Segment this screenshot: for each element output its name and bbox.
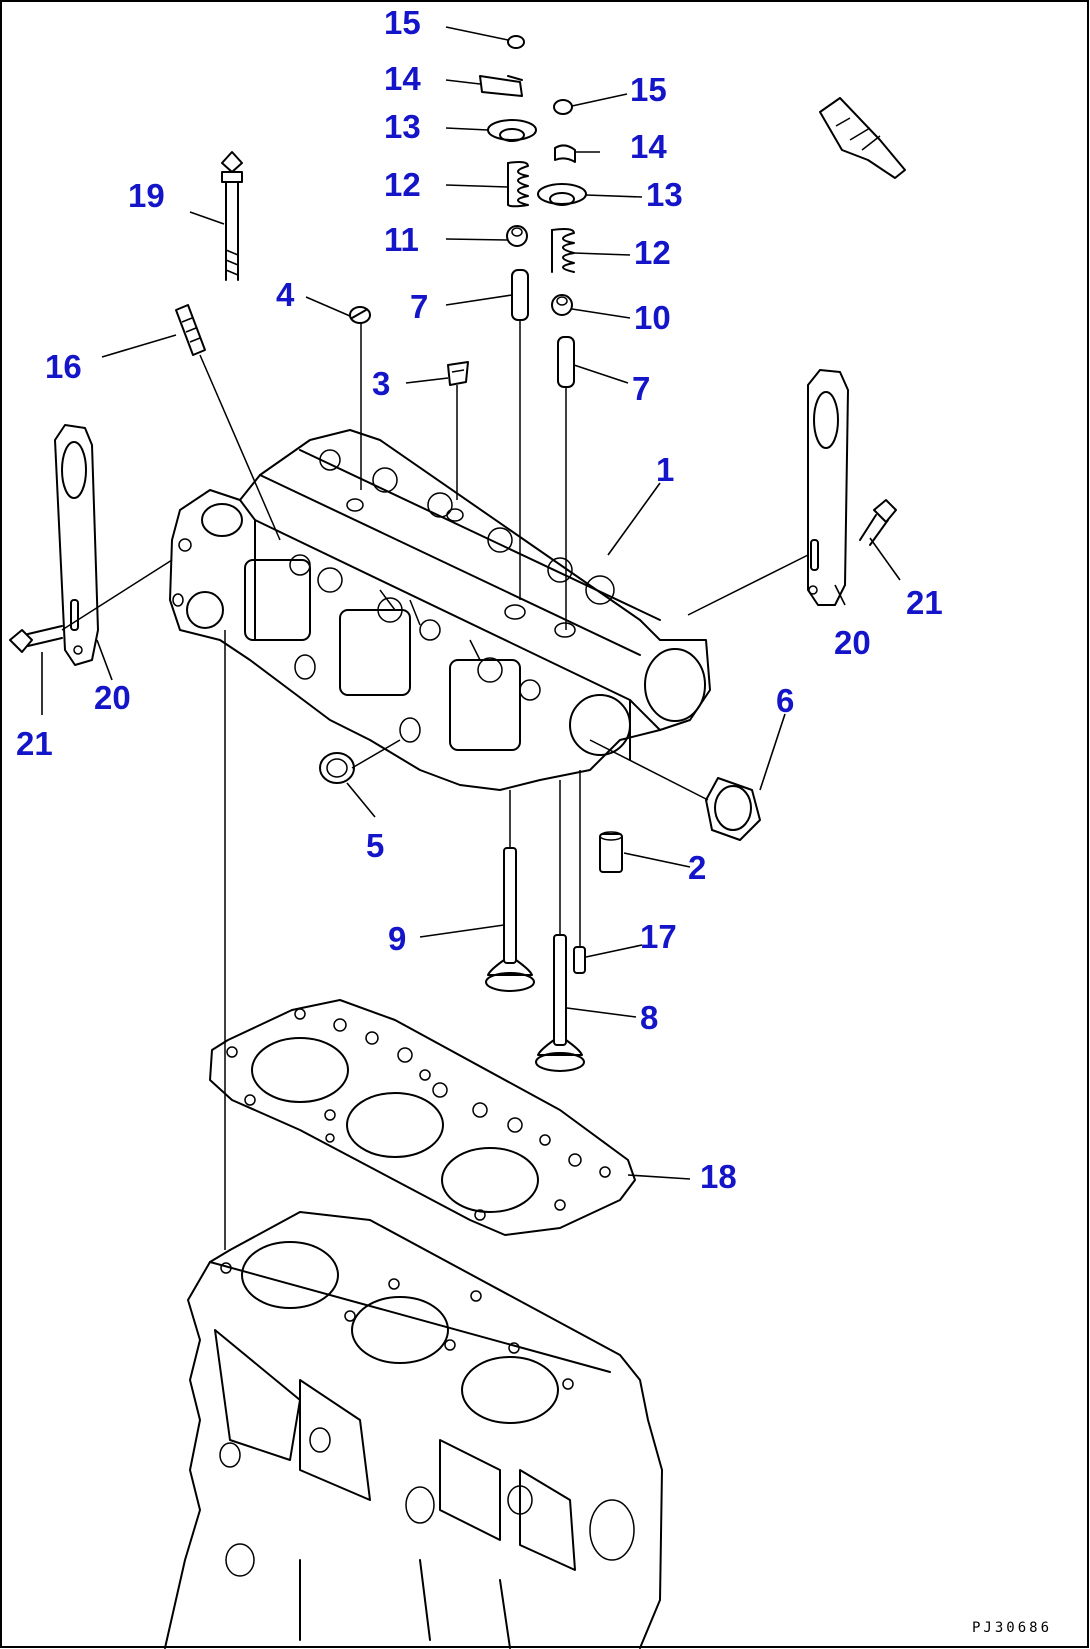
callout-14a: 14: [384, 60, 421, 97]
valve-spring-12-left: [507, 161, 529, 208]
valve-spring-12-right: [551, 228, 575, 273]
callout-15b: 15: [630, 71, 667, 108]
callout-7a: 7: [410, 288, 428, 325]
callout-16: 16: [45, 348, 82, 385]
spring-retainer-13-left: [487, 119, 537, 142]
callout-8: 8: [640, 999, 658, 1036]
callout-10: 10: [634, 299, 671, 336]
callout-labels: 15 14 13 12 11 7 4 3 19 16 15 14 13 12 1…: [16, 4, 943, 1195]
stud-16: [175, 304, 206, 356]
valve-cotter-14-right: [554, 144, 576, 163]
cylinder-head: [169, 429, 711, 791]
callout-21-left: 21: [16, 725, 53, 762]
callout-6: 6: [776, 682, 794, 719]
valve-seal-10: [551, 294, 573, 316]
callout-14b: 14: [630, 128, 667, 165]
part-3: [447, 361, 469, 386]
seal-6: [705, 777, 761, 841]
valve-9: [485, 847, 535, 992]
callout-20-right: 20: [834, 624, 871, 661]
bolt-19: [221, 151, 243, 281]
hanger-bolt-left: [9, 625, 63, 653]
pin-17: [573, 946, 586, 974]
valve-guide-7-right: [557, 336, 575, 388]
callout-15a: 15: [384, 4, 421, 41]
callout-1: 1: [656, 451, 674, 488]
spring-retainer-13-right: [537, 183, 587, 206]
engine-orientation-icon: [819, 97, 906, 179]
callout-18: 18: [700, 1158, 737, 1195]
leader-lines: [41, 26, 901, 1250]
valve-cap-15-left: [507, 35, 525, 49]
callout-17: 17: [640, 918, 677, 955]
lifting-hanger-right: [807, 369, 849, 606]
callout-9: 9: [388, 920, 406, 957]
head-gasket: [209, 999, 636, 1236]
seal-5: [319, 752, 355, 784]
valve-seal-11: [506, 225, 528, 247]
callout-11: 11: [384, 221, 419, 258]
callout-21-right: 21: [906, 584, 943, 621]
lifting-hanger-left: [54, 424, 99, 666]
valve-guide-7-left: [511, 269, 529, 321]
callout-13a: 13: [384, 108, 421, 145]
callout-12b: 12: [634, 234, 671, 271]
callout-3: 3: [372, 365, 390, 402]
dowel-2: [599, 831, 623, 873]
valve-cotter-14-left: [479, 75, 523, 97]
callout-13b: 13: [646, 176, 683, 213]
callout-2: 2: [688, 849, 706, 886]
callout-12a: 12: [384, 166, 421, 203]
hanger-bolt-right: [859, 499, 897, 546]
callout-20-left: 20: [94, 679, 131, 716]
callout-4: 4: [276, 276, 295, 313]
callout-7b: 7: [632, 370, 650, 407]
callout-19: 19: [128, 177, 165, 214]
callout-5: 5: [366, 827, 384, 864]
plug-4: [349, 306, 371, 324]
valve-cap-15-right: [553, 99, 573, 115]
cylinder-block: [164, 1211, 663, 1649]
document-id: PJ30686: [972, 1620, 1052, 1636]
valve-8: [535, 934, 585, 1072]
